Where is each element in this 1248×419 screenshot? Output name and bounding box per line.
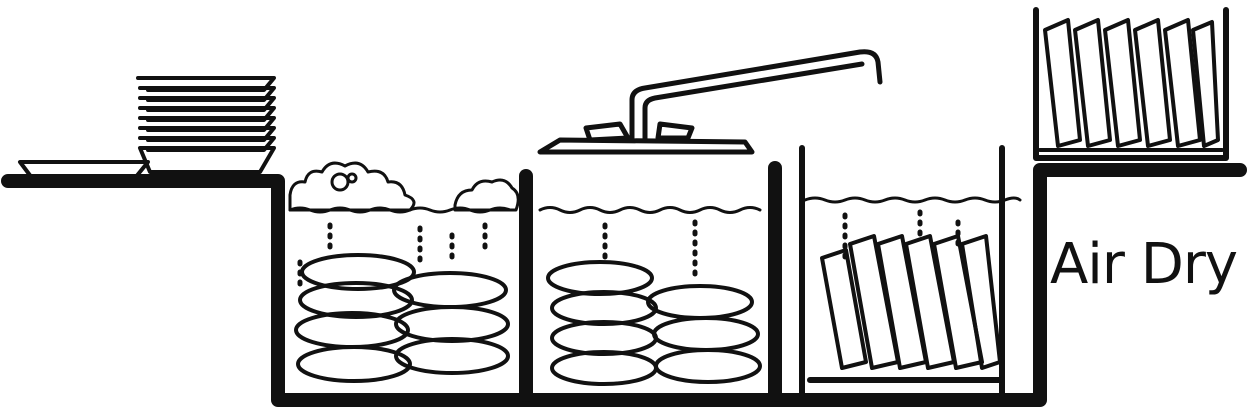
soap-suds	[290, 163, 518, 210]
wash-plates	[296, 255, 508, 381]
air-dry-label: Air Dry	[1050, 232, 1237, 297]
bubbles	[300, 212, 958, 290]
rinse-plates	[548, 262, 760, 384]
rack-plates	[822, 236, 1000, 368]
faucet	[540, 52, 880, 152]
rack-posts	[802, 148, 1002, 395]
dirty-plate-stack	[138, 78, 274, 172]
air-dry-plates	[1045, 20, 1218, 146]
